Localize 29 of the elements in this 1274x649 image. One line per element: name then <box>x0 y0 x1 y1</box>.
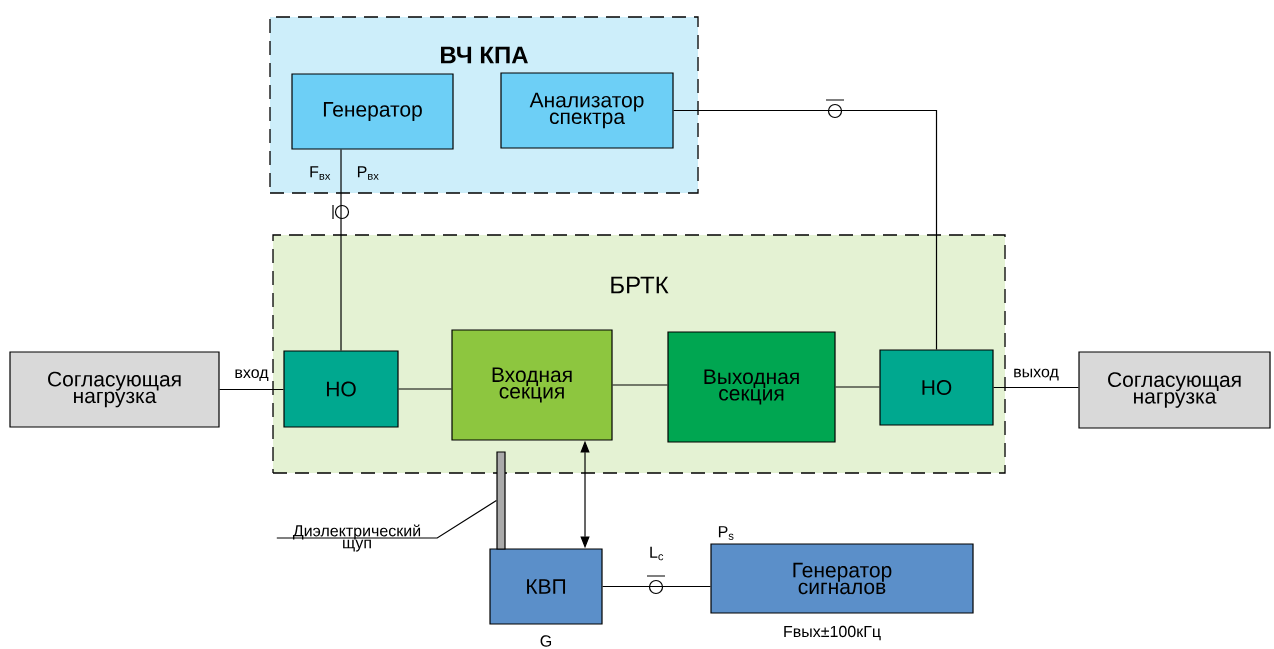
side-label: G <box>540 635 552 647</box>
block-box: Входная секция <box>451 329 613 441</box>
block-box: КВП <box>489 548 603 625</box>
block-box: НО <box>283 350 399 428</box>
probe-label: Диэлектрический щуп <box>293 524 421 552</box>
block-box: Анализатор спектра <box>500 72 674 149</box>
block-box: Согласующая нагрузка <box>9 351 220 428</box>
signal-label: F$_{вх}$ <box>310 166 331 180</box>
connector-line <box>835 386 880 388</box>
connector-line <box>340 149 342 351</box>
connector-line <box>612 384 668 386</box>
block-box: Выходная секция <box>667 331 836 443</box>
block-box: Генератор <box>291 73 454 150</box>
side-label: Fвых±100кГц <box>784 625 881 641</box>
probe-bar <box>496 451 506 550</box>
block-box: Согласующая нагрузка <box>1078 351 1271 429</box>
side-label: P$_{s}$ <box>718 526 734 540</box>
connector-line <box>398 388 452 390</box>
block-box: НО <box>879 349 994 426</box>
connector-line <box>219 388 284 391</box>
signal-label: P$_{вх}$ <box>357 166 379 180</box>
edge-label: вход <box>235 369 269 382</box>
connector-line <box>993 386 1079 389</box>
edge-label: L$_{c}$ <box>650 546 664 561</box>
edge-label: выход <box>1014 368 1059 381</box>
connector-line <box>602 585 711 588</box>
leader-line <box>276 499 497 539</box>
block-box: Генератор сигналов <box>710 543 974 614</box>
connector-line <box>673 109 938 350</box>
